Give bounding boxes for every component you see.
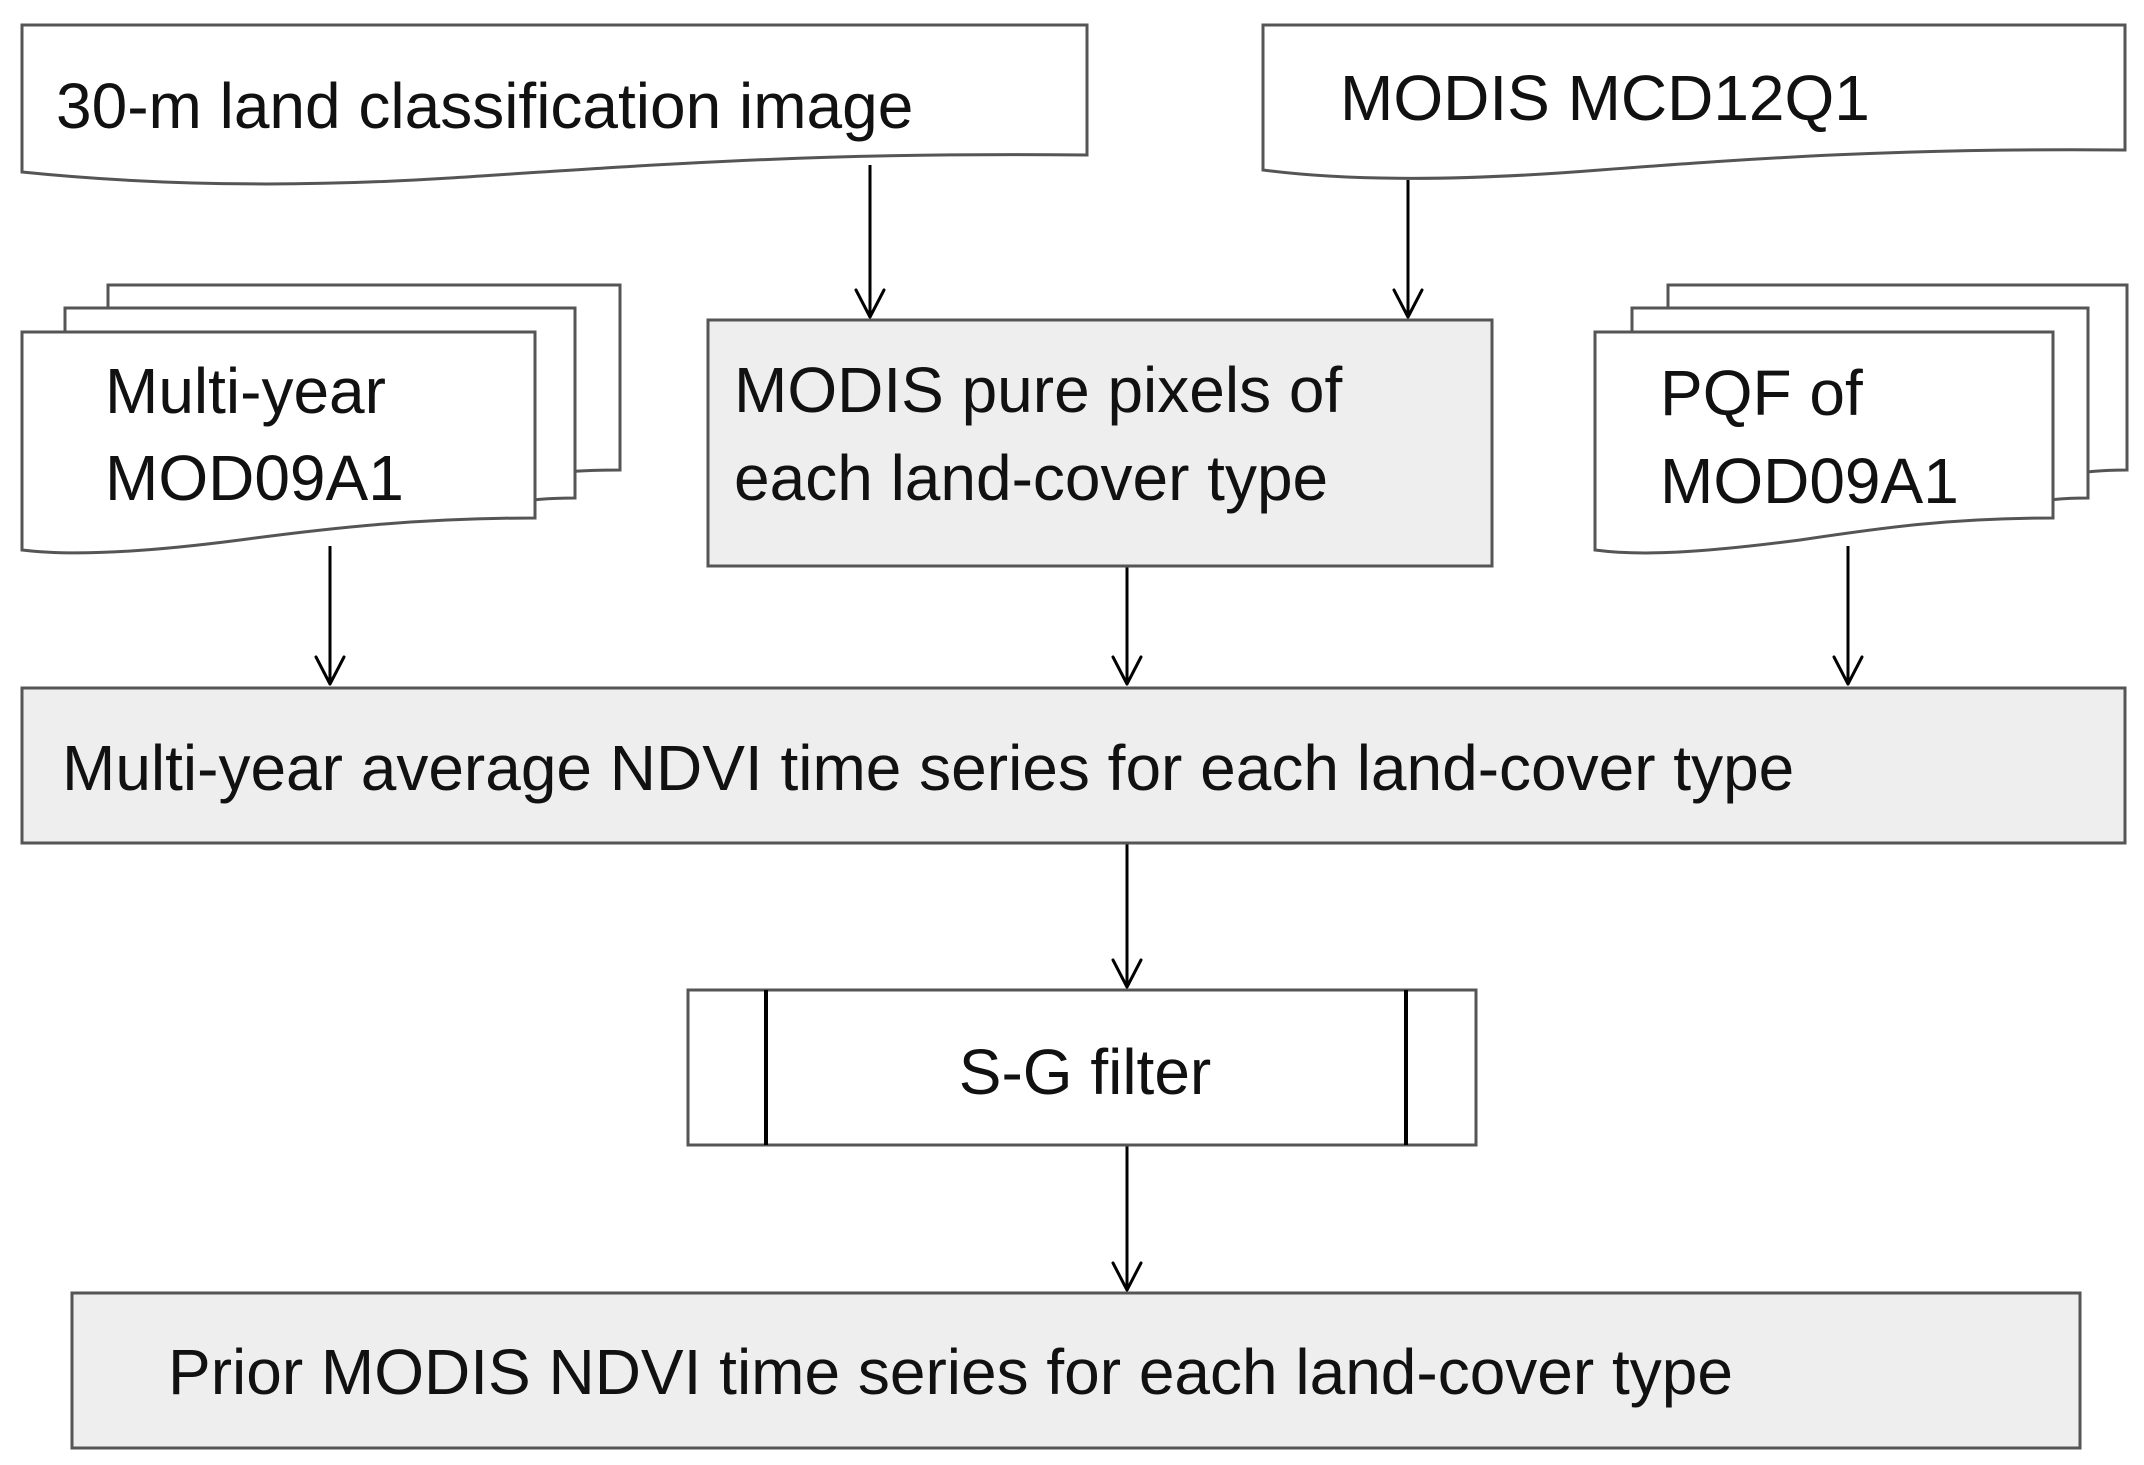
mod09a1-label-line-2: MOD09A1 <box>105 442 404 514</box>
node-sg-filter: S-G filter <box>686 988 1478 1147</box>
edge-sg-filter-to-prior-ndvi <box>1111 1145 1143 1292</box>
pqf-label-line-1: PQF of <box>1660 357 1863 429</box>
node-prior-modis-ndvi: Prior MODIS NDVI time series for each la… <box>70 1291 2082 1450</box>
node-land-classification-image: 30-m land classification image <box>20 23 1089 186</box>
average-ndvi-label: Multi-year average NDVI time series for … <box>62 732 1794 804</box>
node-modis-pure-pixels: MODIS pure pixels of each land-cover typ… <box>706 318 1494 568</box>
node-pqf-of-mod09a1: PQF of MOD09A1 <box>1593 283 2129 555</box>
node-modis-mcd12q1: MODIS MCD12Q1 <box>1261 23 2127 180</box>
edge-pure-pixels-to-average-ndvi <box>1111 566 1143 686</box>
prior-ndvi-label: Prior MODIS NDVI time series for each la… <box>168 1336 1733 1408</box>
node-multi-year-mod09a1: Multi-year MOD09A1 <box>20 283 622 555</box>
pqf-label-line-2: MOD09A1 <box>1660 445 1959 517</box>
node-multi-year-average-ndvi: Multi-year average NDVI time series for … <box>20 686 2127 845</box>
edge-mcd12q1-to-pure-pixels <box>1392 180 1424 319</box>
sg-filter-label: S-G filter <box>959 1036 1211 1108</box>
mod09a1-label-line-1: Multi-year <box>105 355 386 427</box>
edge-land-classification-to-pure-pixels <box>854 165 886 319</box>
mcd12q1-label: MODIS MCD12Q1 <box>1340 62 1870 134</box>
land-classification-label: 30-m land classification image <box>56 70 913 142</box>
pure-pixels-label-line-1: MODIS pure pixels of <box>734 354 1342 426</box>
edge-average-ndvi-to-sg-filter <box>1111 843 1143 989</box>
edge-mod09a1-to-average-ndvi <box>314 546 346 686</box>
edge-pqf-to-average-ndvi <box>1832 546 1864 686</box>
pure-pixels-label-line-2: each land-cover type <box>734 442 1328 514</box>
